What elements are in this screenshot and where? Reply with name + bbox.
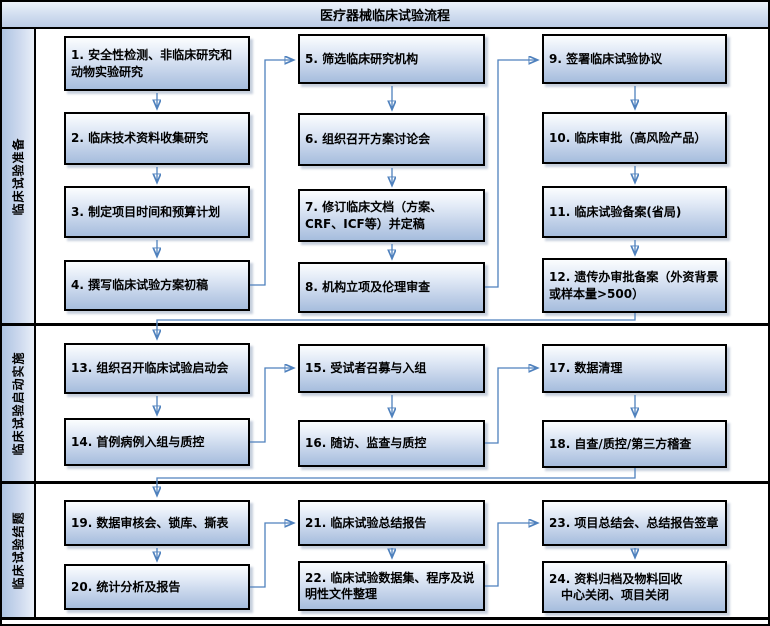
flow-step-14: 14. 首例病例入组与质控 [64, 418, 250, 466]
flow-step-24: 24. 资料归档及物料回收 中心关闭、项目关闭 [542, 561, 727, 613]
flow-step-22-label: 22. 临床试验数据集、程序及说明性文件整理 [305, 570, 475, 601]
flow-step-2: 2. 临床技术资料收集研究 [64, 112, 250, 165]
lane-closeout-sidebar: 临床试验结题 [2, 484, 36, 617]
flow-step-4-label: 4. 撰写临床试验方案初稿 [71, 278, 209, 293]
flow-step-5: 5. 筛选临床研究机构 [298, 34, 485, 84]
lane-closeout-label: 临床试验结题 [11, 511, 26, 590]
flow-step-8: 8. 机构立项及伦理审查 [298, 262, 485, 313]
title-bar: 医疗器械临床试验流程 [2, 2, 768, 29]
flow-step-12-label: 12. 遗传办审批备案（外资背景或样本量>500） [549, 270, 719, 301]
flow-step-22: 22. 临床试验数据集、程序及说明性文件整理 [298, 561, 485, 611]
flow-step-11: 11. 临床试验备案(省局) [542, 186, 727, 238]
flow-step-5-label: 5. 筛选临床研究机构 [305, 51, 419, 66]
flow-step-21: 21. 临床试验总结报告 [298, 500, 485, 546]
flow-step-23-label: 23. 项目总结会、总结报告签章 [549, 515, 719, 530]
flow-step-3-label: 3. 制定项目时间和预算计划 [71, 204, 221, 219]
flow-step-15: 15. 受试者召募与入组 [298, 344, 485, 393]
lane-preparation-sidebar: 临床试验准备 [2, 29, 36, 323]
flow-step-15-label: 15. 受试者召募与入组 [305, 361, 427, 376]
flow-step-7-label: 7. 修订临床文档（方案、CRF、ICF等）并定稿 [305, 200, 443, 231]
flow-step-13: 13. 组织召开临床试验启动会 [64, 343, 250, 394]
flow-step-9-label: 9. 签署临床试验协议 [549, 51, 663, 66]
flow-step-17: 17. 数据清理 [542, 344, 727, 393]
flow-step-1: 1. 安全性检测、非临床研究和动物实验研究 [64, 36, 250, 91]
flow-step-6: 6. 组织召开方案讨论会 [298, 113, 485, 166]
flow-step-12: 12. 遗传办审批备案（外资背景或样本量>500） [542, 258, 727, 313]
lane-preparation-label: 临床试验准备 [11, 136, 26, 216]
flow-step-20-label: 20. 统计分析及报告 [71, 579, 181, 594]
flow-step-6-label: 6. 组织召开方案讨论会 [305, 132, 431, 147]
flow-step-19-label: 19. 数据审核会、锁库、撕表 [71, 515, 229, 530]
flow-step-2-label: 2. 临床技术资料收集研究 [71, 131, 209, 146]
flow-step-17-label: 17. 数据清理 [549, 361, 623, 376]
flow-step-1-label: 1. 安全性检测、非临床研究和动物实验研究 [71, 48, 233, 79]
flow-step-20: 20. 统计分析及报告 [64, 564, 250, 610]
flow-step-19: 19. 数据审核会、锁库、撕表 [64, 500, 250, 546]
flow-step-4: 4. 撰写临床试验方案初稿 [64, 260, 250, 311]
flow-step-7: 7. 修订临床文档（方案、CRF、ICF等）并定稿 [298, 189, 485, 242]
flow-step-8-label: 8. 机构立项及伦理审查 [305, 280, 431, 295]
page-title: 医疗器械临床试验流程 [319, 9, 450, 24]
flow-step-18-label: 18. 自查/质控/第三方稽查 [549, 436, 692, 451]
flow-step-14-label: 14. 首例病例入组与质控 [71, 434, 205, 449]
lane-startup-sidebar: 临床试验启动实施 [2, 326, 36, 481]
flow-step-11-label: 11. 临床试验备案(省局) [549, 204, 682, 219]
flow-step-16-label: 16. 随访、监查与质控 [305, 436, 427, 451]
flow-step-13-label: 13. 组织召开临床试验启动会 [71, 361, 229, 376]
flow-step-18: 18. 自查/质控/第三方稽查 [542, 420, 727, 468]
lane-startup-label: 临床试验启动实施 [11, 351, 26, 456]
flow-step-23: 23. 项目总结会、总结报告签章 [542, 500, 727, 546]
flow-step-9: 9. 签署临床试验协议 [542, 34, 727, 84]
flow-step-16: 16. 随访、监查与质控 [298, 420, 485, 467]
flow-step-10-label: 10. 临床审批（高风险产品） [549, 130, 707, 145]
flow-step-24-label: 24. 资料归档及物料回收 中心关闭、项目关闭 [549, 571, 683, 602]
flow-step-10: 10. 临床审批（高风险产品） [542, 112, 727, 164]
flow-step-3: 3. 制定项目时间和预算计划 [64, 186, 250, 238]
flow-step-21-label: 21. 临床试验总结报告 [305, 515, 427, 530]
